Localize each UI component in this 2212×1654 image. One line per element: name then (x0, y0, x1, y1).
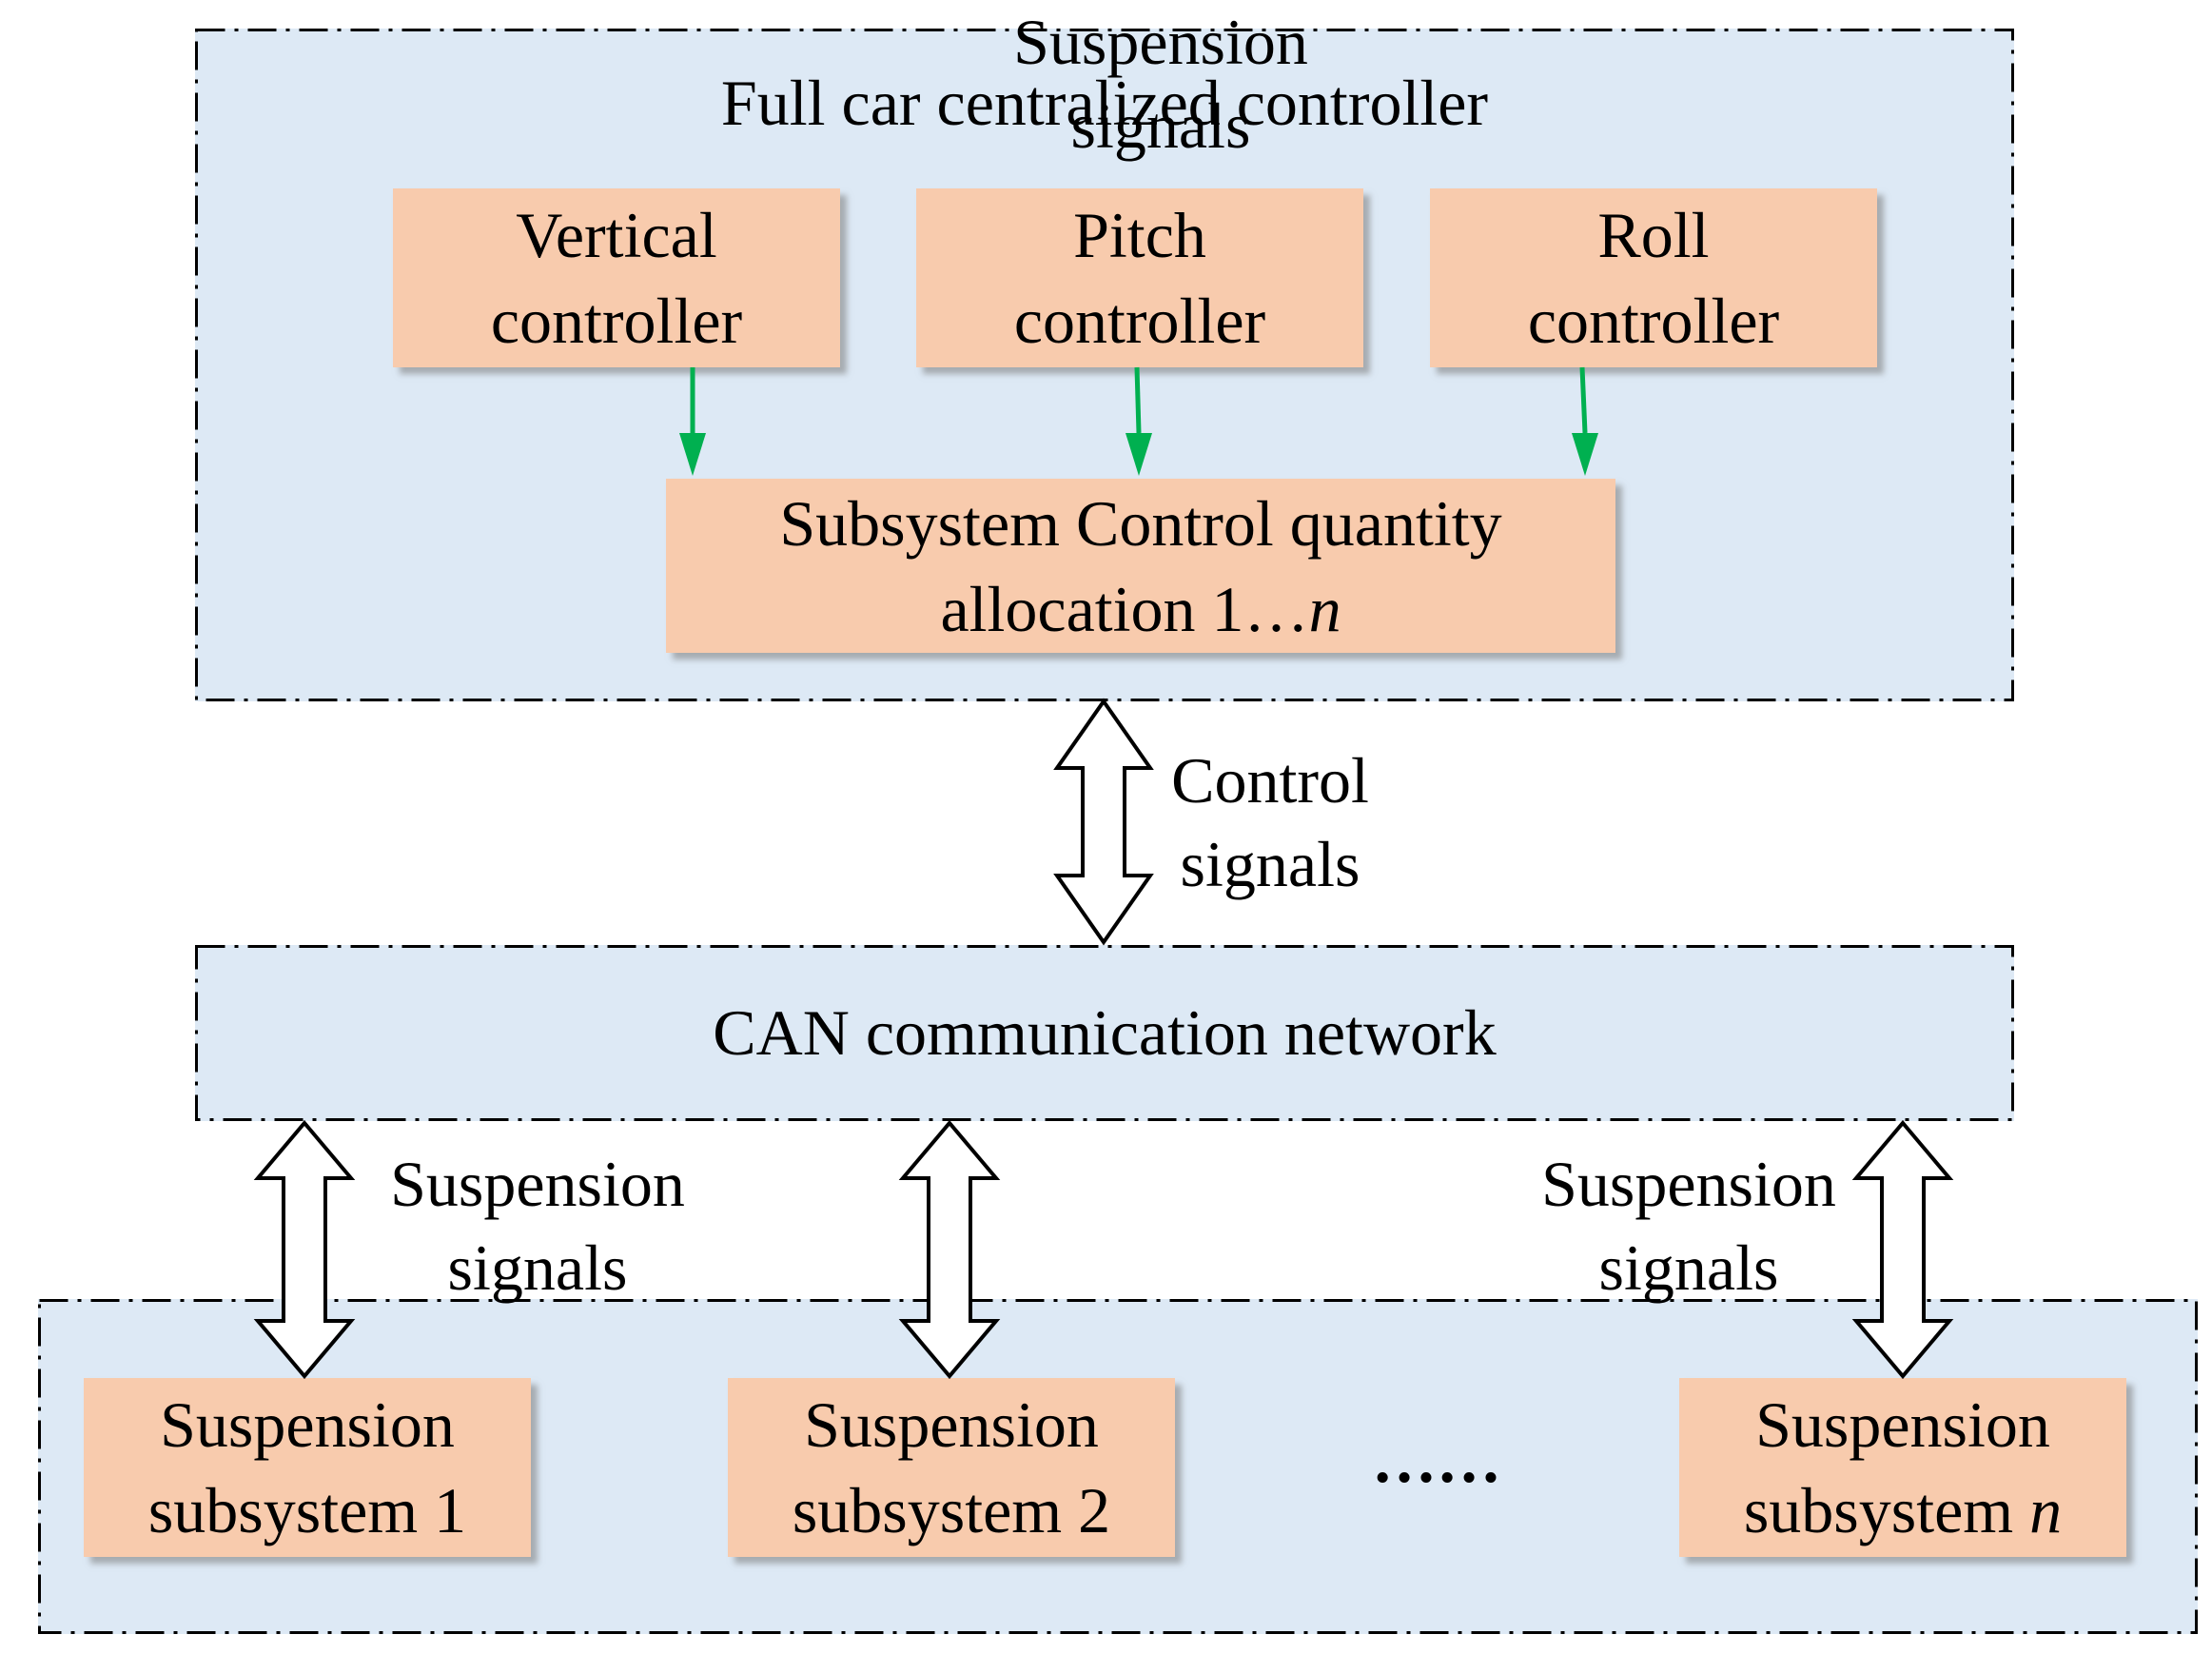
vertical-controller-line2: controller (490, 285, 743, 357)
allocation-line1: Subsystem Control quantity (779, 486, 1502, 560)
suspension-subsystem-1-box: Suspension subsystem 1 (84, 1378, 531, 1557)
suspension-signals-label-2: Suspension signals (994, 0, 1327, 167)
suspension-signals-label-1: Suspension signals (371, 1142, 704, 1309)
suspension-subsystem-1-line1: Suspension (160, 1388, 455, 1461)
suspension-signals-1-line2: signals (447, 1231, 628, 1304)
suspension-subsystem-n-line2-var: n (2029, 1474, 2063, 1546)
suspension-signals-1-line1: Suspension (390, 1148, 685, 1220)
suspension-subsystem-n-line1: Suspension (1755, 1388, 2050, 1461)
green-arrow-pitch (1126, 366, 1152, 476)
suspension-signals-double-arrow-1 (253, 1119, 356, 1380)
suspension-subsystem-n-box: Suspension subsystem n (1679, 1378, 2126, 1557)
control-signals-label: Control signals (1151, 738, 1389, 906)
roll-controller-line1: Roll (1597, 199, 1710, 271)
suspension-subsystem-2-line1: Suspension (804, 1388, 1099, 1461)
roll-controller-box: Roll controller (1430, 188, 1877, 367)
control-signals-line2: signals (1180, 828, 1360, 900)
green-arrow-roll (1572, 366, 1598, 476)
green-arrow-vertical (679, 367, 706, 476)
vertical-controller-line1: Vertical (516, 199, 717, 271)
vertical-controller-box: Vertical controller (393, 188, 840, 367)
pitch-controller-box: Pitch controller (916, 188, 1363, 367)
roll-controller-line2: controller (1527, 285, 1780, 357)
suspension-signals-double-arrow-3 (1851, 1119, 1954, 1380)
suspension-subsystem-2-box: Suspension subsystem 2 (728, 1378, 1175, 1557)
allocation-line2-var: n (1308, 572, 1341, 645)
allocation-line2: allocation 1…n (940, 566, 1341, 652)
suspension-subsystem-n-line2: subsystem n (1744, 1467, 2062, 1553)
suspension-signals-3-line1: Suspension (1541, 1148, 1836, 1220)
can-network-title: CAN communication network (713, 996, 1497, 1069)
suspension-signals-2-line2: signals (1070, 89, 1251, 162)
suspension-signals-double-arrow-2 (898, 1119, 1001, 1380)
pitch-controller-line1: Pitch (1073, 199, 1206, 271)
pitch-controller-line2: controller (1013, 285, 1266, 357)
allocation-box: Subsystem Control quantity allocation 1…… (666, 479, 1615, 653)
suspension-signals-3-line2: signals (1598, 1231, 1779, 1304)
can-network-region (195, 945, 2014, 1121)
control-signals-double-arrow (1053, 698, 1154, 946)
centralized-controller-title: Full car centralized controller (720, 67, 1489, 139)
suspension-subsystem-2-line2: subsystem 2 (792, 1474, 1111, 1546)
suspension-signals-2-line1: Suspension (1013, 6, 1308, 78)
suspension-subsystem-n-line2-text: subsystem (1743, 1474, 2030, 1546)
suspension-signals-label-3: Suspension signals (1522, 1142, 1855, 1309)
control-signals-line1: Control (1171, 744, 1369, 817)
suspension-subsystem-1-line2: subsystem 1 (147, 1474, 467, 1546)
allocation-line2-text: allocation 1… (940, 572, 1309, 645)
subsystems-ellipsis: …… (1372, 1424, 1501, 1496)
